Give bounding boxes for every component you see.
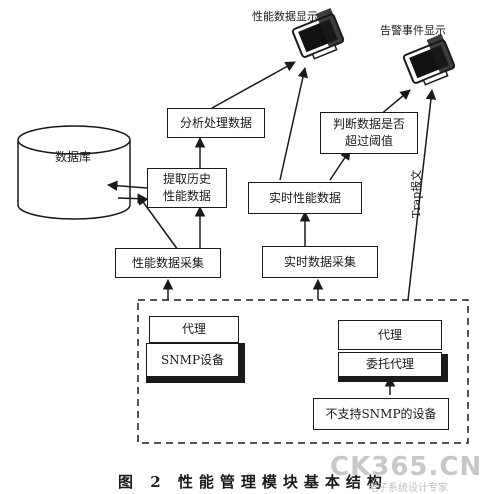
- agent-label-1: 代理: [181, 322, 206, 336]
- proxy-agent-box: 委托代理: [338, 352, 442, 377]
- judge-threshold-box: 判断数据是否 超过阈值: [320, 112, 418, 154]
- non-snmp-device-box: 不支持SNMP的设备: [313, 398, 449, 430]
- extract-history-box: 提取历史 性能数据: [147, 168, 227, 208]
- realtime-data-label: 实时性能数据: [268, 190, 341, 205]
- extract-history-label: 提取历史 性能数据: [162, 172, 211, 203]
- snmp-device-label: SNMP设备: [160, 352, 225, 367]
- database-cylinder: [17, 125, 131, 220]
- perf-display-label: 性能数据显示: [252, 10, 318, 23]
- realtime-collect-label: 实时数据采集: [283, 254, 356, 269]
- non-snmp-device-label: 不支持SNMP的设备: [325, 406, 437, 421]
- judge-threshold-label: 判断数据是否 超过阈值: [332, 117, 405, 148]
- db-to-extract-arrow: [117, 193, 149, 204]
- watermark-subtitle: 电子系统设计专家: [368, 483, 448, 494]
- watermark-logo: CK365.CN: [330, 452, 481, 482]
- analysis-label: 分析处理数据: [179, 115, 252, 130]
- agent-label-2: 代理: [377, 327, 402, 342]
- agent-box-2: 代理: [338, 320, 442, 350]
- realtime-collect-box: 实时数据采集: [262, 246, 378, 278]
- analysis-box: 分析处理数据: [167, 108, 265, 138]
- snmp-device-box: SNMP设备: [146, 343, 239, 377]
- trap-label: Trap报文: [410, 169, 423, 218]
- box-shadows: [146, 343, 448, 383]
- alarm-display-label: 告警事件显示: [380, 24, 446, 37]
- perf-collect-label: 性能数据采集: [131, 255, 204, 270]
- agent-box-1: 代理: [149, 316, 239, 343]
- figure-caption: 图 2 性能管理模块基本结构: [118, 473, 388, 491]
- monitor-icon: [291, 7, 345, 60]
- arrows: [106, 61, 437, 395]
- realtime-data-box: 实时性能数据: [248, 182, 362, 214]
- perf-collect-box: 性能数据采集: [115, 248, 221, 278]
- proxy-agent-label: 委托代理: [365, 357, 414, 371]
- database-label: 数据库: [54, 150, 91, 164]
- monitor-icon: [402, 33, 456, 86]
- device-region: [137, 299, 469, 444]
